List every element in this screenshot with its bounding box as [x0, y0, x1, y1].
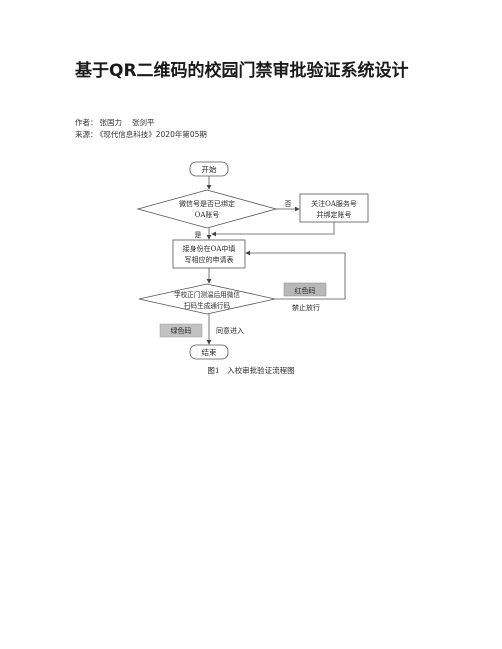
fill-form-line2: 写相应的申请表 — [185, 255, 234, 264]
source-label: 来源： — [75, 130, 98, 139]
article-title: 基于QR二维码的校园门禁审批验证系统设计 — [75, 61, 409, 81]
figure-caption: 图1 入校审批验证流程图 — [207, 365, 294, 375]
decision-wechat-bound — [136, 189, 278, 229]
decision1-line2: OA账号 — [195, 210, 220, 219]
follow-oa-box — [299, 193, 369, 223]
source-value: 《现代信息科技》2020年第05期 — [99, 130, 207, 139]
decision2-line2: 扫码生成通行码 — [184, 301, 231, 310]
arrow-red-loop — [245, 250, 346, 300]
follow-line1: 关注OA服务号 — [311, 199, 357, 208]
source-line: 来源：《现代信息科技》2020年第05期 — [75, 129, 207, 140]
author-line: 作者：张国力张剑平 — [75, 117, 155, 128]
end-node — [189, 344, 229, 360]
red-code-box — [283, 282, 327, 297]
allow-label: 同意进入 — [216, 326, 244, 335]
author-name: 张国力 — [99, 118, 123, 127]
end-label: 结束 — [202, 347, 217, 357]
fill-form-line1: 接身份在OA中填 — [183, 244, 236, 253]
green-code-label: 绿色码 — [171, 326, 192, 335]
author-label: 作者： — [75, 118, 98, 127]
fill-form-box — [172, 239, 246, 269]
follow-line2: 并绑定账号 — [317, 210, 352, 219]
decision1-line1: 微信号是否已绑定 — [179, 199, 235, 208]
decision-scan-code — [138, 283, 276, 315]
red-code-label: 红色码 — [295, 286, 316, 295]
decision2-line1: 学校正门测温后用微信 — [174, 290, 240, 299]
deny-label: 禁止放行 — [292, 303, 320, 312]
yes-label: 是 — [195, 231, 202, 239]
arrow-follow-merge — [211, 222, 335, 237]
start-label: 开始 — [202, 164, 217, 174]
green-code-box — [159, 323, 203, 338]
author-name: 张剑平 — [132, 118, 155, 127]
no-label: 否 — [285, 200, 292, 208]
